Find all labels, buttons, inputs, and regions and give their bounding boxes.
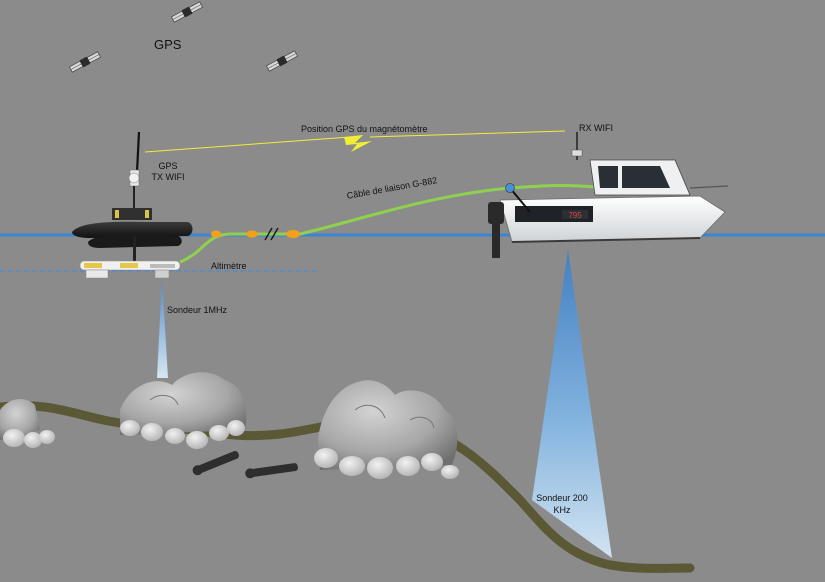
sounder-200khz-label-line2: KHz: [553, 505, 571, 515]
motor-boat-icon: 795: [488, 132, 729, 258]
cannon-icon: [245, 463, 298, 479]
satellite-icon: [171, 1, 203, 23]
gps-tx-label-line2: TX WIFI: [151, 172, 185, 182]
gps-tx-label-line1: GPS: [158, 161, 178, 171]
catamaran-drone-icon: [72, 131, 193, 262]
sonar-beam-1mhz: [157, 278, 168, 378]
float-marker: [286, 230, 300, 238]
lightning-bolt-icon: [344, 135, 372, 152]
cannon-icon: [192, 450, 239, 476]
satellite-icon: [69, 51, 101, 73]
sounder-200khz-label-line1: Sondeur 200: [536, 493, 588, 503]
rx-wifi-label: RX WIFI: [579, 123, 613, 133]
gps-position-label: Position GPS du magnétomètre: [301, 124, 428, 134]
altimeter-label: Altimètre: [211, 261, 247, 271]
sonar-beam-200khz: [532, 250, 612, 558]
radio-link-line: [369, 130, 566, 138]
magnetometer-icon: [79, 260, 181, 279]
float-marker: [211, 230, 221, 238]
cable-break-mark: [264, 227, 273, 241]
rock-pile-icon: [120, 372, 247, 449]
cable-break-mark: [270, 227, 279, 241]
rock-pile-icon: [0, 398, 55, 448]
satellite-icon: [266, 50, 298, 72]
boat-number-label: 795: [568, 211, 582, 220]
radio-link-line: [144, 136, 351, 153]
sounder-1mhz-label: Sondeur 1MHz: [167, 305, 228, 315]
rock-pile-icon: [314, 380, 459, 479]
tow-cable: [179, 183, 596, 264]
gps-title: GPS: [154, 37, 182, 52]
float-marker: [246, 230, 258, 238]
